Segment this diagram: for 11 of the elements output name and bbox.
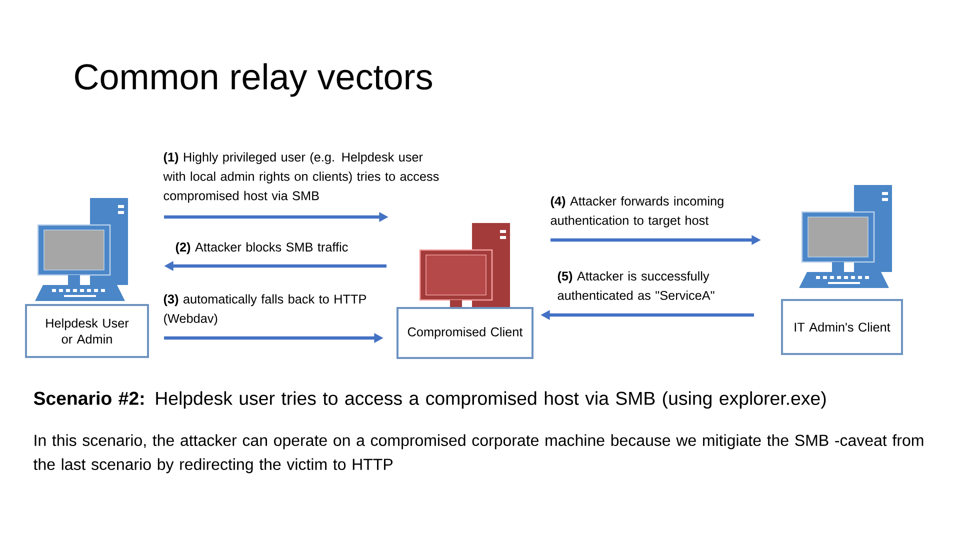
client-box: Compromised Client — [396, 307, 534, 359]
title: Common relay vectors — [75, 63, 432, 97]
edge-label: (1) Highly privileged user (e.g. Helpdesk user with local admin rights on clients) tries to access compromised host via SMB — [163, 152, 439, 203]
heading: Scenario #2: Helpdesk user tries to access a compromised host via SMB (using explorer.exe) — [34, 391, 826, 409]
client-box: Helpdesk User or Admin — [25, 304, 149, 358]
paragraph: In this scenario, the attacker can operate on a compromised corporate machine because we mitigiate the SMB -caveat from the last scenario by redirecting the victim to HTTP — [34, 434, 924, 474]
edge-label: (5) Attacker is successfully authenticated as "ServiceA" — [558, 271, 714, 300]
edge-label: (4) Attacker forwards incoming authentication to target host — [550, 196, 724, 228]
edge-label: (2) Attacker blocks SMB traffic — [176, 242, 348, 254]
edge-label: (3) automatically falls back to HTTP (Webdav) — [164, 294, 366, 326]
client-box: IT Admin's Client — [781, 299, 903, 355]
